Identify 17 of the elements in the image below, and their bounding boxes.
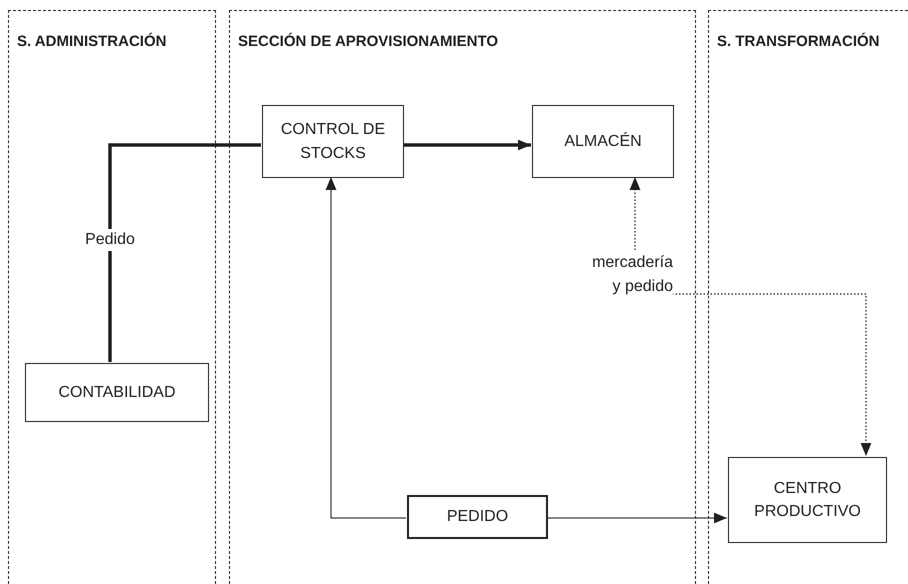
- process-box: CONTROL DE STOCKS: [262, 105, 404, 178]
- process-box: CENTRO PRODUCTIVO: [728, 457, 887, 543]
- swimlane: [708, 10, 908, 584]
- arrow: [630, 177, 640, 250]
- lane-heading: SECCIÓN DE APROVISIONAMIENTO: [238, 33, 498, 50]
- arrow: [546, 512, 728, 524]
- process-box: CONTABILIDAD: [25, 363, 209, 422]
- arrow: [403, 140, 531, 150]
- edge-label: Pedido: [85, 229, 135, 251]
- swimlane: [229, 10, 696, 584]
- arrow: [672, 293, 872, 456]
- lane-heading: S. TRANSFORMACIÓN: [717, 33, 880, 50]
- arrow: [326, 176, 406, 518]
- process-box: PEDIDO: [407, 495, 548, 539]
- swimlane: [8, 10, 216, 584]
- process-box: ALMACÉN: [532, 105, 674, 178]
- lane-heading: S. ADMINISTRACIÓN: [17, 33, 166, 50]
